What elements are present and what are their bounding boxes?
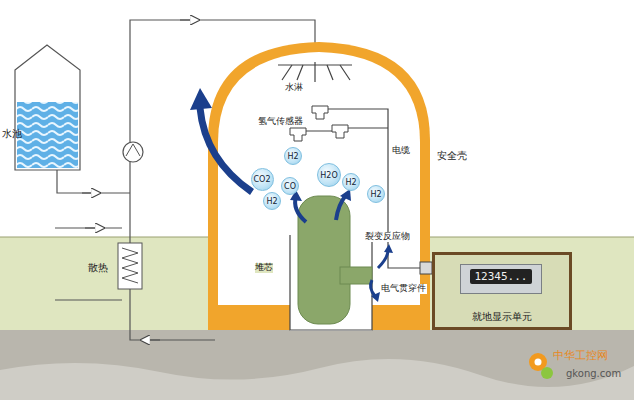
cable-label: 电缆: [391, 146, 411, 156]
panel-label: 就地显示单元: [435, 310, 569, 324]
gas-bubble: H2O: [317, 163, 341, 187]
watermark: 中华工控网: [553, 350, 608, 362]
core-label: 堆芯: [255, 263, 273, 273]
gas-formula: H2O: [320, 171, 337, 180]
display-screen: 12345...: [460, 264, 542, 294]
gas-bubble: H2: [263, 192, 281, 210]
gas-formula: H2: [287, 152, 298, 161]
fission-product-label: 裂变反应物: [364, 232, 411, 242]
gas-formula: CO2: [254, 175, 271, 184]
gas-bubble: H2: [342, 173, 360, 191]
gas-bubble: H2: [367, 185, 385, 203]
watermark: gkong.com: [566, 368, 621, 379]
gas-bubble: CO: [281, 177, 299, 195]
penetration-label: 电气贯穿件: [380, 284, 427, 294]
gas-formula: H2: [345, 178, 356, 187]
display-readout: 12345...: [470, 269, 533, 284]
gas-bubble: CO2: [251, 168, 274, 191]
gas-formula: CO: [284, 182, 296, 191]
containment-label: 安全壳: [437, 150, 467, 161]
gas-formula: H2: [370, 190, 381, 199]
display-panel: 就地显示单元 12345...: [432, 252, 572, 330]
tank-label: 水池: [2, 128, 22, 139]
gas-formula: H2: [266, 197, 277, 206]
gas-bubble: H2: [284, 147, 302, 165]
sprinkler-label: 水淋: [285, 83, 303, 93]
sensor-label: 氢气传感器: [258, 117, 303, 127]
heat-exchanger-label: 散热: [88, 262, 108, 273]
